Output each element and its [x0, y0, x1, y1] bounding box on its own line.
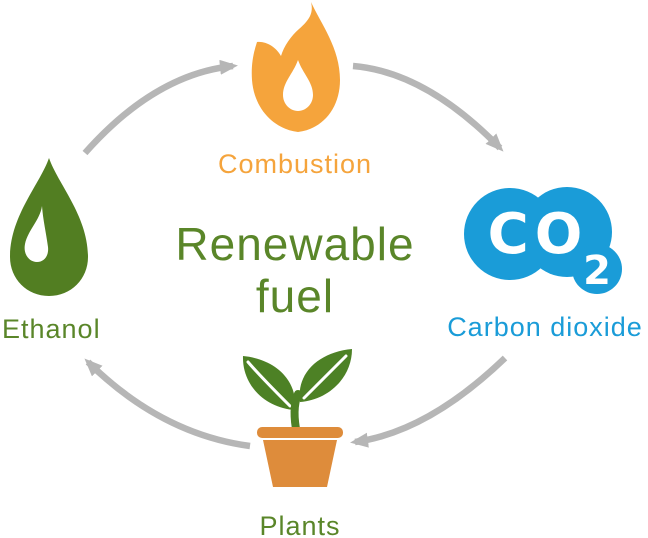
arrow-co2-to-plants [350, 355, 508, 448]
co2-cloud-icon: CO 2 [464, 187, 622, 294]
flame-icon [251, 2, 340, 132]
ethanol-droplet-icon [10, 158, 88, 296]
plants-label: Plants [259, 511, 341, 538]
arrow-plants-to-ethanol [84, 358, 251, 450]
co2-icon-text-main: CO [488, 202, 589, 267]
carbon-dioxide-label: Carbon dioxide [447, 312, 643, 342]
combustion-label: Combustion [217, 149, 373, 179]
diagram-title-line1: Renewable [175, 218, 415, 270]
plant-icon [242, 349, 352, 487]
diagram-title-line2: fuel [255, 270, 335, 322]
diagram-title: Renewable fuel [145, 218, 445, 322]
pot-body [263, 440, 337, 487]
ethanol-label: Ethanol [2, 314, 101, 344]
pot-rim [257, 427, 343, 438]
co2-icon-text-sub: 2 [583, 248, 611, 294]
arrow-combustion-to-co2 [352, 62, 504, 152]
arrow-ethanol-to-combustion [82, 59, 238, 156]
